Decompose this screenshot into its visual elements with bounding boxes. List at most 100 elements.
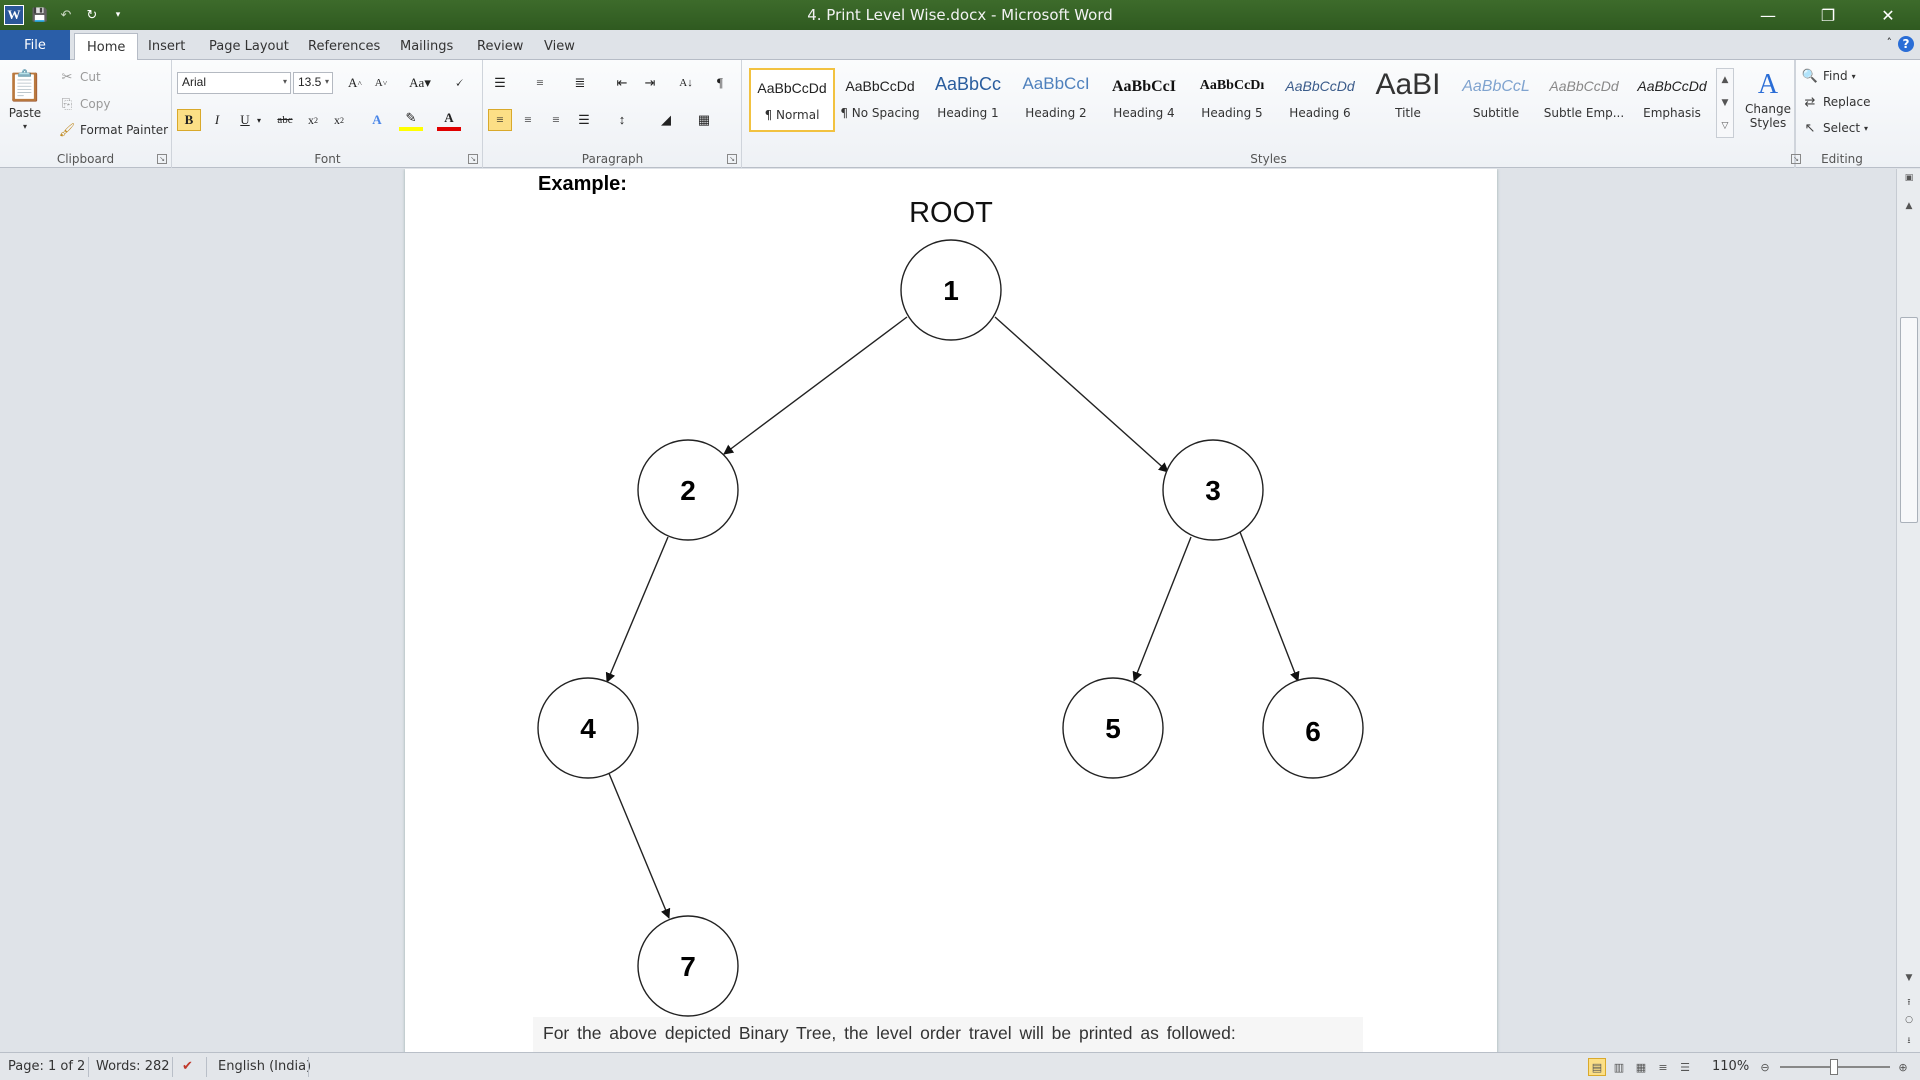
increase-indent-icon[interactable]: ⇥ bbox=[644, 75, 656, 90]
tree-node-label: 1 bbox=[943, 275, 959, 306]
tab-page-layout[interactable]: Page Layout bbox=[209, 39, 289, 54]
highlight-icon[interactable]: ✎ bbox=[399, 109, 423, 131]
full-screen-reading-icon[interactable]: ▥ bbox=[1613, 1060, 1625, 1074]
format-painter-button[interactable]: 🖌 Format Painter bbox=[58, 121, 168, 139]
numbering-icon[interactable]: ≡ bbox=[536, 75, 544, 90]
binoculars-icon: 🔍 bbox=[1801, 68, 1819, 84]
proofing-icon[interactable]: ✔ bbox=[182, 1059, 193, 1074]
redo-icon[interactable]: ↻ bbox=[86, 7, 98, 23]
clear-formatting-icon[interactable]: 🗸 bbox=[454, 75, 464, 90]
font-color-icon[interactable]: A bbox=[437, 109, 461, 131]
customize-qat-icon[interactable]: ▾ bbox=[115, 10, 121, 20]
tab-home[interactable]: Home bbox=[74, 33, 139, 61]
style-subtitle[interactable]: AaBbCcL Subtitle bbox=[1453, 68, 1539, 132]
zoom-in-icon[interactable]: ⊕ bbox=[1898, 1060, 1908, 1074]
sort-icon[interactable]: A↓ bbox=[679, 77, 693, 89]
help-icon[interactable]: ? bbox=[1898, 36, 1914, 52]
zoom-slider-thumb[interactable] bbox=[1830, 1059, 1838, 1075]
word-icon[interactable]: W bbox=[4, 5, 24, 25]
italic-button[interactable]: I bbox=[214, 112, 220, 127]
chevron-up-icon[interactable]: ▲ bbox=[1721, 75, 1729, 86]
style-no-spacing[interactable]: AaBbCcDd ¶ No Spacing bbox=[837, 68, 923, 132]
vertical-scrollbar[interactable]: ▣ ▲ ▼ ⭱ ○ ⭳ bbox=[1896, 169, 1920, 1052]
styles-launcher-icon[interactable]: ↘ bbox=[1791, 154, 1801, 164]
bullets-icon[interactable]: ☰ bbox=[494, 75, 506, 90]
zoom-out-icon[interactable]: ⊖ bbox=[1760, 1060, 1770, 1074]
multilevel-list-icon[interactable]: ≣ bbox=[574, 75, 586, 90]
underline-button[interactable]: U bbox=[240, 112, 250, 127]
ruler-toggle-icon[interactable]: ▣ bbox=[1904, 173, 1914, 183]
tab-file[interactable]: File bbox=[0, 30, 70, 60]
font-size-combo[interactable]: 13.5 ▾ bbox=[293, 72, 333, 94]
draft-icon[interactable]: ☰ bbox=[1680, 1060, 1690, 1074]
font-name-combo[interactable]: Arial ▾ bbox=[177, 72, 291, 94]
shading-icon[interactable]: ◢ bbox=[661, 112, 671, 127]
strikethrough-button[interactable]: abc bbox=[277, 114, 293, 126]
paste-button[interactable]: 📋 Paste ▾ bbox=[6, 68, 44, 132]
close-icon[interactable]: ✕ bbox=[1881, 5, 1895, 25]
page-indicator[interactable]: Page: 1 of 2 bbox=[8, 1059, 86, 1074]
copy-button[interactable]: ⎘ Copy bbox=[58, 95, 111, 113]
chevron-down-icon[interactable]: ▼ bbox=[1721, 97, 1729, 108]
style-normal[interactable]: AaBbCcDd ¶ Normal bbox=[749, 68, 835, 132]
style-title[interactable]: AaBI Title bbox=[1365, 68, 1451, 132]
styles-gallery-scroll[interactable]: ▲ ▼ ▽ bbox=[1716, 68, 1734, 138]
style-heading-1[interactable]: AaBbCc Heading 1 bbox=[925, 68, 1011, 132]
tab-mailings[interactable]: Mailings bbox=[400, 39, 454, 54]
minimize-icon[interactable]: — bbox=[1760, 5, 1776, 25]
minimize-ribbon-icon[interactable]: ˄ bbox=[1886, 36, 1893, 49]
find-button[interactable]: 🔍 Find ▾ bbox=[1801, 68, 1856, 84]
previous-page-icon[interactable]: ⭱ bbox=[1907, 998, 1911, 1008]
style-heading-4[interactable]: AaBbCcI Heading 4 bbox=[1101, 68, 1187, 132]
zoom-level[interactable]: 110% bbox=[1712, 1059, 1750, 1074]
paragraph-launcher-icon[interactable]: ↘ bbox=[727, 154, 737, 164]
bold-button[interactable]: B bbox=[177, 109, 201, 131]
change-case-icon[interactable]: Aa▾ bbox=[409, 75, 431, 90]
style-emphasis[interactable]: AaBbCcDd Emphasis bbox=[1629, 68, 1715, 132]
scroll-up-icon[interactable]: ▲ bbox=[1905, 201, 1913, 211]
style-heading-2[interactable]: AaBbCcI Heading 2 bbox=[1013, 68, 1099, 132]
line-spacing-icon[interactable]: ↕ bbox=[618, 112, 626, 127]
clipboard-launcher-icon[interactable]: ↘ bbox=[157, 154, 167, 164]
next-page-icon[interactable]: ⭳ bbox=[1907, 1036, 1911, 1046]
document-page[interactable]: Example: ROOT bbox=[405, 169, 1497, 1052]
outline-icon[interactable]: ≡ bbox=[1658, 1060, 1668, 1074]
save-icon[interactable]: 💾 bbox=[31, 7, 49, 23]
shrink-font-icon[interactable]: A˅ bbox=[374, 77, 388, 89]
restore-icon[interactable]: ❐ bbox=[1820, 5, 1836, 25]
scroll-thumb[interactable] bbox=[1900, 317, 1918, 523]
borders-icon[interactable]: ▦ bbox=[697, 112, 711, 127]
align-right-icon[interactable]: ≡ bbox=[552, 112, 560, 127]
undo-icon[interactable]: ↶ bbox=[60, 7, 72, 23]
tab-insert[interactable]: Insert bbox=[148, 39, 186, 54]
decrease-indent-icon[interactable]: ⇤ bbox=[616, 75, 628, 90]
style-heading-5[interactable]: AaBbCcDı Heading 5 bbox=[1189, 68, 1275, 132]
browse-object-icon[interactable]: ○ bbox=[1905, 1015, 1913, 1025]
window-title: 4. Print Level Wise.docx - Microsoft Wor… bbox=[807, 6, 1113, 24]
style-heading-6[interactable]: AaBbCcDd Heading 6 bbox=[1277, 68, 1363, 132]
print-layout-icon[interactable]: ▤ bbox=[1588, 1058, 1606, 1076]
font-launcher-icon[interactable]: ↘ bbox=[468, 154, 478, 164]
tab-references[interactable]: References bbox=[308, 39, 381, 54]
cut-button[interactable]: ✂ Cut bbox=[58, 68, 101, 86]
align-left-icon[interactable]: ≡ bbox=[488, 109, 512, 131]
tab-view[interactable]: View bbox=[544, 39, 575, 54]
change-styles-button[interactable]: A Change Styles bbox=[1742, 68, 1794, 130]
language-indicator[interactable]: English (India) bbox=[218, 1059, 312, 1074]
style-subtle-emphasis[interactable]: AaBbCcDd Subtle Emp... bbox=[1541, 68, 1627, 132]
tab-review[interactable]: Review bbox=[477, 39, 524, 54]
replace-button[interactable]: ⇄ Replace bbox=[1801, 93, 1871, 111]
pilcrow-icon[interactable]: ¶ bbox=[717, 75, 723, 90]
chevron-down-icon[interactable]: ▾ bbox=[256, 115, 261, 125]
web-layout-icon[interactable]: ▦ bbox=[1635, 1060, 1647, 1074]
justify-icon[interactable]: ☰ bbox=[578, 112, 590, 127]
gallery-more-icon[interactable]: ▽ bbox=[1721, 120, 1729, 131]
text-effects-icon[interactable]: A bbox=[372, 112, 382, 127]
grow-font-icon[interactable]: A˄ bbox=[348, 75, 362, 90]
align-center-icon[interactable]: ≡ bbox=[524, 112, 532, 127]
select-button[interactable]: ↖ Select ▾ bbox=[1801, 119, 1869, 137]
scroll-down-icon[interactable]: ▼ bbox=[1905, 973, 1913, 983]
word-count[interactable]: Words: 282 bbox=[96, 1059, 170, 1074]
